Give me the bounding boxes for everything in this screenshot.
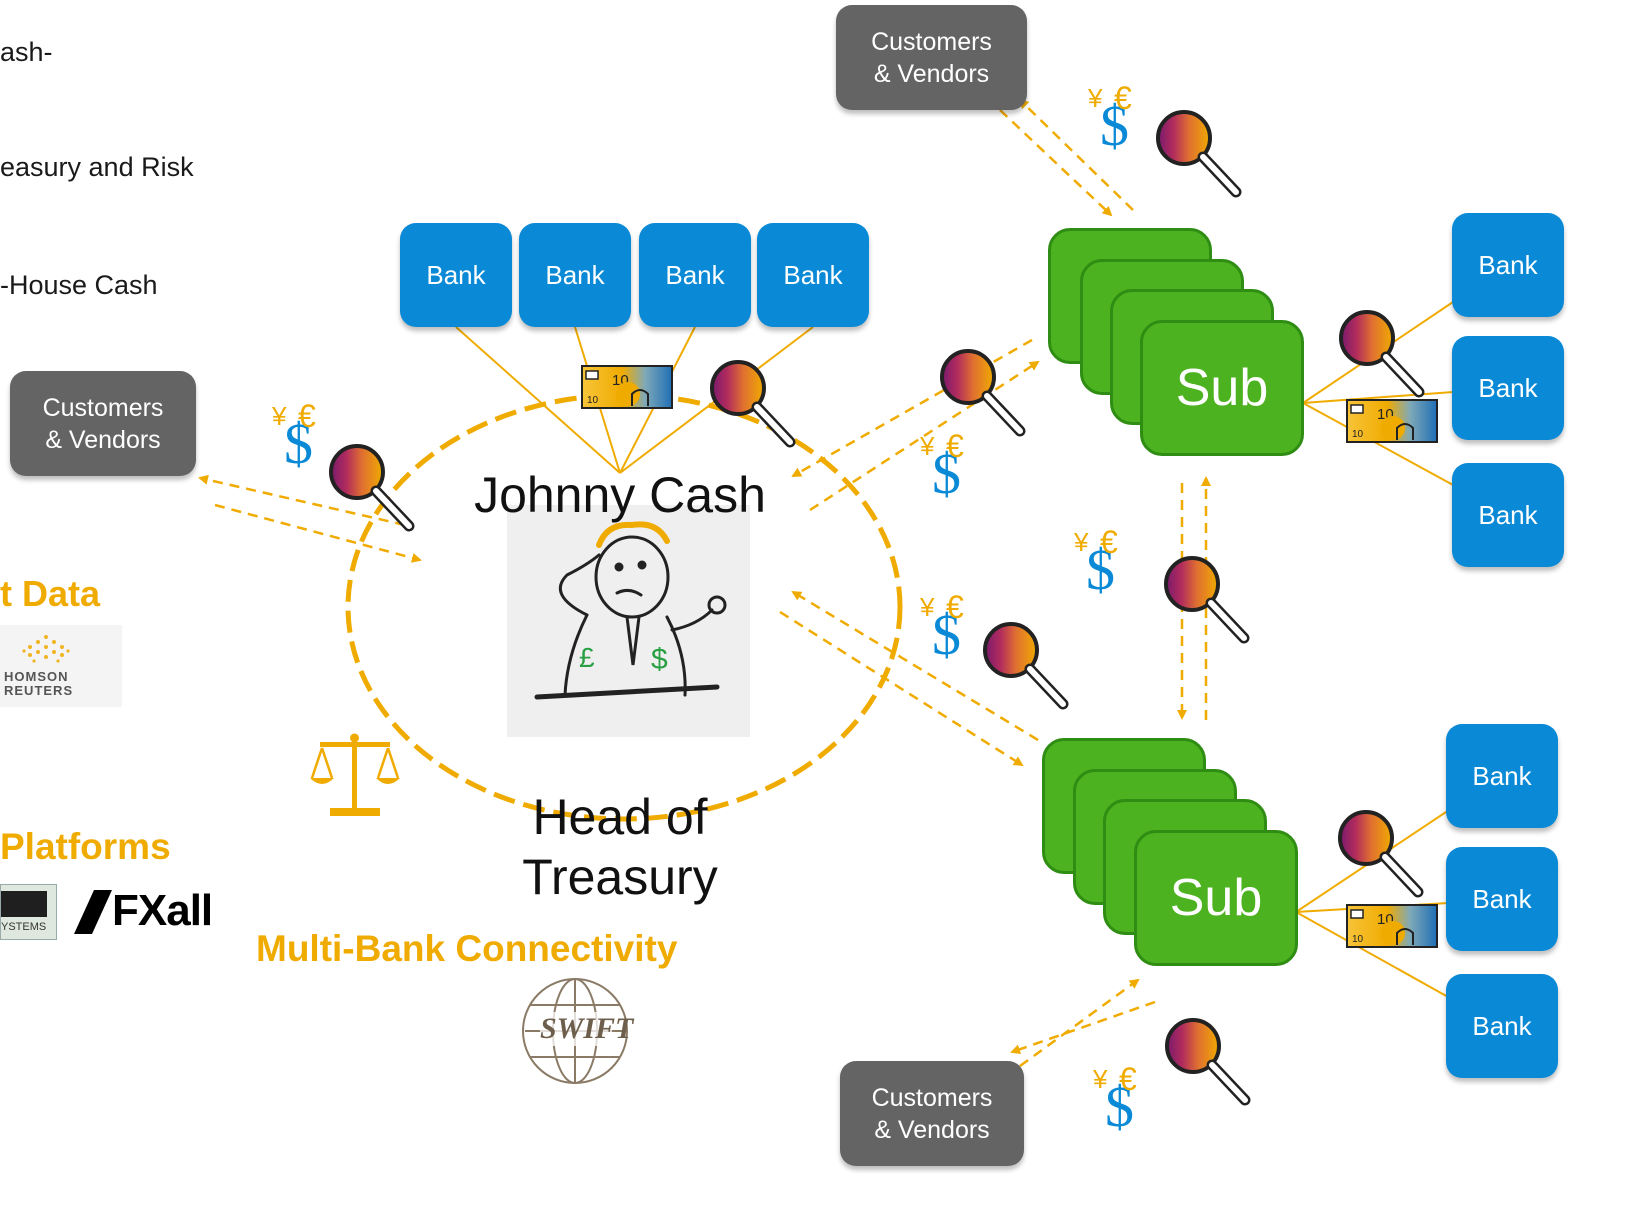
sub-upper[interactable]: Sub <box>1140 320 1304 456</box>
role-line-2: Treasury <box>522 849 718 905</box>
bank-right-2[interactable]: Bank <box>1452 336 1564 440</box>
sub-lower[interactable]: Sub <box>1134 830 1298 966</box>
left-text-line-3: -House Cash <box>0 270 158 300</box>
currency-symbols-icon <box>1092 1061 1137 1139</box>
thomson-reuters-emblem <box>22 635 70 663</box>
trading-platform-logo-fragment: YSTEMS <box>0 884 57 940</box>
magnifier-icon <box>712 362 790 442</box>
bank-top-2[interactable]: Bank <box>519 223 631 327</box>
currency-symbols-icon <box>271 398 316 476</box>
systems-text: YSTEMS <box>1 921 47 933</box>
scales-icon <box>310 733 400 816</box>
currency-symbols-icon <box>919 589 964 667</box>
thomson-text: HOMSON <box>4 669 69 684</box>
customers-vendors-left[interactable]: Customers & Vendors <box>10 371 196 476</box>
banknote-icon <box>1346 904 1438 948</box>
currency-symbols-icon <box>1073 524 1118 602</box>
vendors-label: & Vendors <box>873 59 990 88</box>
banknote-icon <box>1346 399 1438 443</box>
bank-top-4[interactable]: Bank <box>757 223 869 327</box>
bank-right-1[interactable]: Bank <box>1452 213 1564 317</box>
head-of-treasury-illustration: £ $ <box>507 505 750 737</box>
bank-top-1[interactable]: Bank <box>400 223 512 327</box>
bank-right-6[interactable]: Bank <box>1446 974 1558 1078</box>
market-data-heading: t Data <box>0 573 101 614</box>
customers-vendors-top[interactable]: Customers & Vendors <box>836 5 1027 110</box>
magnifier-icon <box>1341 312 1419 392</box>
fxall-text: FXall <box>112 886 213 935</box>
banknote-icon <box>581 365 673 409</box>
bank-right-3[interactable]: Bank <box>1452 463 1564 567</box>
magnifier-icon <box>1340 812 1418 892</box>
vendors-label: & Vendors <box>45 425 161 454</box>
reuters-text: REUTERS <box>4 683 74 698</box>
role-line-1: Head of <box>532 789 708 845</box>
trading-platforms-heading: Platforms <box>0 826 171 867</box>
bank-right-4[interactable]: Bank <box>1446 724 1558 828</box>
swift-logo-text: SWIFT <box>540 1012 634 1046</box>
svg-text:£: £ <box>579 642 595 673</box>
left-text-line-1: ash- <box>0 37 53 67</box>
thomson-reuters-logo: HOMSON REUTERS <box>0 625 122 707</box>
currency-symbols-icon <box>1087 80 1132 158</box>
magnifier-icon <box>1158 112 1236 192</box>
vendors-label: & Vendors <box>874 1115 990 1144</box>
bank-right-5[interactable]: Bank <box>1446 847 1558 951</box>
customers-vendors-bottom[interactable]: Customers & Vendors <box>840 1061 1024 1166</box>
person-sketch-icon: £ $ <box>534 521 727 700</box>
treasurer-name: Johnny Cash <box>474 467 766 523</box>
magnifier-icon <box>1167 1020 1245 1100</box>
customers-label: Customers <box>42 393 164 422</box>
currency-symbols-icon <box>919 428 964 506</box>
bank-top-3[interactable]: Bank <box>639 223 751 327</box>
fxall-mark-icon <box>74 890 112 934</box>
svg-text:$: $ <box>651 643 668 676</box>
multi-bank-connectivity-heading: Multi-Bank Connectivity <box>256 928 678 969</box>
left-text-line-2: easury and Risk <box>0 152 194 182</box>
customers-label: Customers <box>871 27 992 56</box>
magnifier-icon <box>985 624 1063 704</box>
magnifier-icon <box>942 351 1020 431</box>
customers-label: Customers <box>871 1083 993 1112</box>
